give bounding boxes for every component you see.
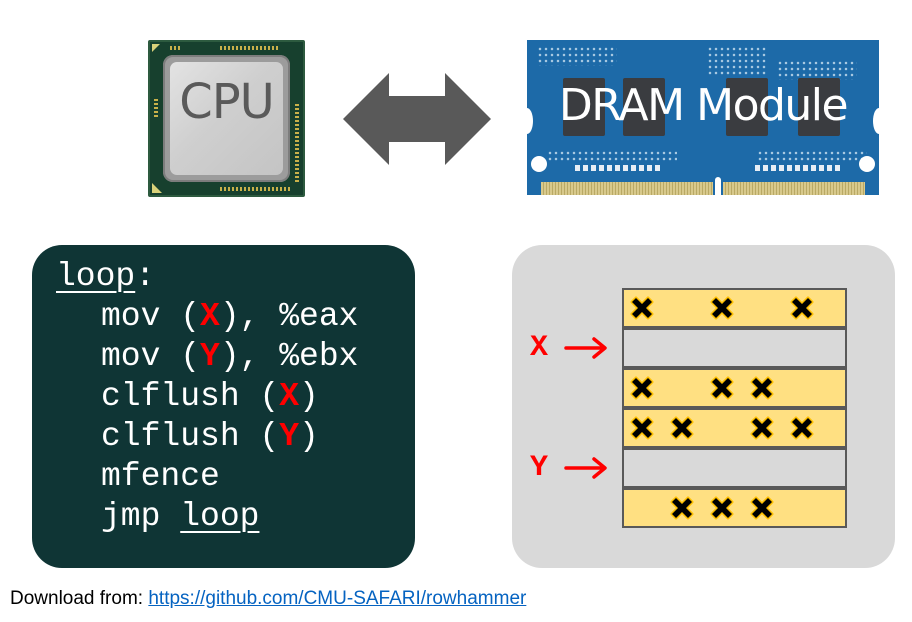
bit-flip-icon xyxy=(667,413,697,443)
code-text: : xyxy=(135,258,156,295)
cpu-label: CPU xyxy=(179,74,275,130)
cpu-corner-mark xyxy=(152,183,162,193)
row-pointer: X xyxy=(530,328,608,368)
code-text: ) xyxy=(299,378,319,415)
dram-gold-pins xyxy=(541,182,713,195)
dram-resistor-row xyxy=(755,165,840,171)
dram-chip xyxy=(726,78,768,136)
bit-flip-icon xyxy=(707,293,737,323)
address-register: X xyxy=(279,378,300,415)
bit-flip-icon xyxy=(707,493,737,523)
victim-row xyxy=(622,408,847,448)
cpu-pad-strip xyxy=(220,46,280,50)
address-register: Y xyxy=(279,418,300,455)
download-label: Download from: xyxy=(10,588,149,609)
bit-flip-icon xyxy=(627,413,657,443)
dram-label: DRAM Module xyxy=(558,80,849,131)
dram-mount-hole xyxy=(859,156,875,172)
bit-flip-icon xyxy=(667,493,697,523)
dram-smd-dots xyxy=(757,150,867,162)
dram-module-image: DRAM Module xyxy=(527,40,879,195)
victim-row xyxy=(622,488,847,528)
right-arrow-icon xyxy=(564,337,607,359)
code-line: jmp loop xyxy=(101,497,259,537)
aggressor-row xyxy=(622,328,847,368)
cpu-pad-strip xyxy=(170,46,182,50)
double-arrow-icon xyxy=(343,73,491,165)
code-line: clflush (Y) xyxy=(101,417,319,457)
code-line: loop: xyxy=(56,257,155,297)
dram-mount-hole xyxy=(531,156,547,172)
dram-gold-pins xyxy=(723,182,865,195)
code-text: clflush ( xyxy=(101,378,280,415)
dram-smd-dots xyxy=(777,60,857,80)
code-text: mov ( xyxy=(101,338,201,375)
cpu-pad-strip xyxy=(220,187,290,191)
code-text: jmp xyxy=(101,498,181,535)
victim-row xyxy=(622,288,847,328)
code-text: mov ( xyxy=(101,298,201,335)
address-register: Y xyxy=(200,338,220,375)
double-arrow-shape xyxy=(343,73,491,165)
loop-label: loop xyxy=(180,498,260,535)
cpu-lid xyxy=(170,62,283,175)
bit-flip-icon xyxy=(627,373,657,403)
code-text: clflush ( xyxy=(101,418,280,455)
dram-smd-dots xyxy=(707,46,767,76)
dram-side-notch xyxy=(873,108,879,134)
code-line: mov (X), %eax xyxy=(101,297,358,337)
code-line: mov (Y), %ebx xyxy=(101,337,358,377)
address-register: X xyxy=(200,298,220,335)
rowhammer-repo-link[interactable]: https://github.com/CMU-SAFARI/rowhammer xyxy=(148,588,527,609)
row-pointer-label: X xyxy=(530,331,549,365)
download-note: Download from: https://github.com/CMU-SA… xyxy=(10,588,526,610)
dram-smd-dots xyxy=(547,150,677,162)
dram-chip xyxy=(798,78,840,136)
row-pointer-label: Y xyxy=(530,451,549,485)
dram-chip xyxy=(563,78,605,136)
dram-resistor-row xyxy=(575,165,660,171)
loop-label: loop xyxy=(56,258,136,295)
bit-flip-icon xyxy=(747,493,777,523)
bit-flip-icon xyxy=(707,373,737,403)
dram-smd-dots xyxy=(537,46,617,66)
bit-flip-icon xyxy=(627,293,657,323)
bit-flip-icon xyxy=(787,413,817,443)
dram-side-notch xyxy=(527,108,533,134)
bit-flip-icon xyxy=(787,293,817,323)
bit-flip-icon xyxy=(747,373,777,403)
cpu-pad-strip xyxy=(295,102,299,182)
cpu-heat-spreader xyxy=(163,55,290,182)
code-text: ) xyxy=(299,418,319,455)
code-line: clflush (X) xyxy=(101,377,319,417)
victim-row xyxy=(622,368,847,408)
code-text: ), %ebx xyxy=(219,338,359,375)
row-pointer: Y xyxy=(530,448,608,488)
right-arrow-icon xyxy=(564,457,607,479)
cpu-corner-mark xyxy=(152,44,160,52)
dram-chip xyxy=(623,78,665,136)
aggressor-row xyxy=(622,448,847,488)
dram-key-notch xyxy=(715,177,721,195)
cpu-pad-strip xyxy=(154,97,158,117)
code-text: mfence xyxy=(101,458,220,495)
code-line: mfence xyxy=(101,457,220,497)
code-text: ), %eax xyxy=(219,298,359,335)
cpu-image: CPU xyxy=(148,40,305,197)
bit-flip-icon xyxy=(747,413,777,443)
